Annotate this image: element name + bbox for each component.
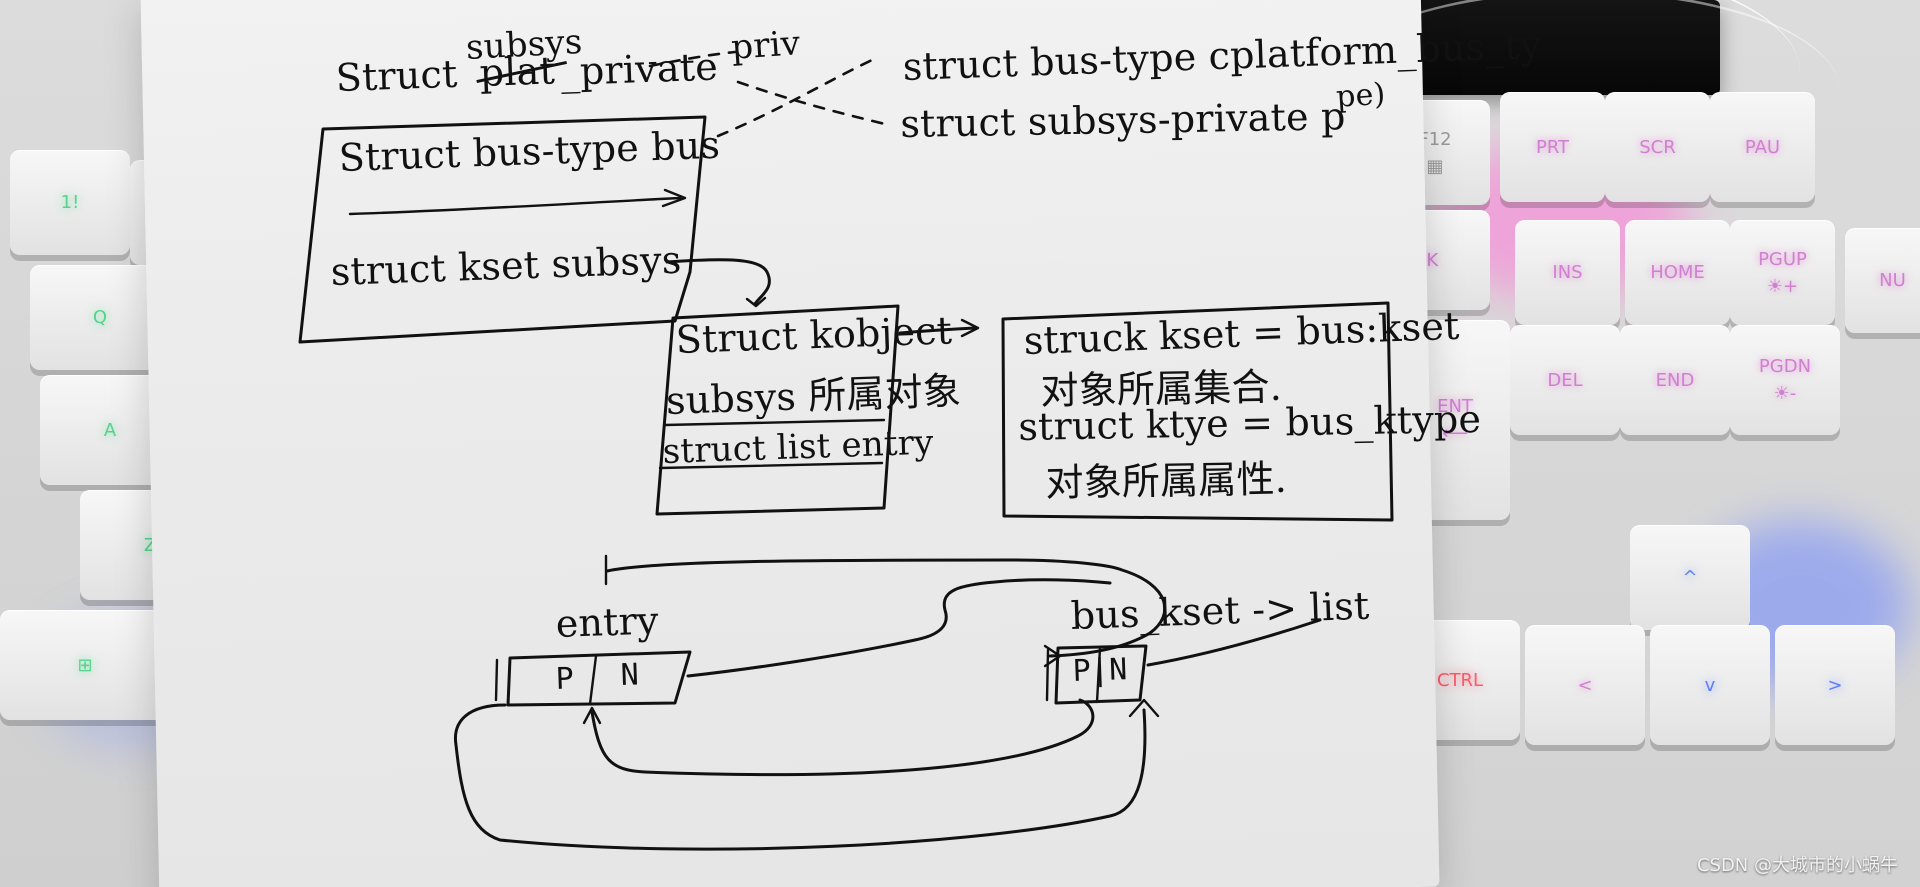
top-right-2-text: struct subsys-private p xyxy=(900,94,1346,146)
key-up: ^ xyxy=(1630,525,1750,630)
list-node xyxy=(1054,644,1148,705)
hand-top-left-private: _private xyxy=(560,45,719,94)
back-link-list-to-entry xyxy=(590,698,1095,777)
entry-node xyxy=(506,650,692,707)
outer-list-curve xyxy=(605,558,1167,658)
key-pgdn-label: PGDN xyxy=(1758,356,1812,377)
key-end: END xyxy=(1620,325,1730,435)
key-num-label: NU xyxy=(1879,270,1906,291)
key-down-label: v xyxy=(1704,674,1716,696)
key-ctrl-label: CTRL xyxy=(1436,669,1484,691)
key-end-label: END xyxy=(1655,369,1695,391)
key-num: NU xyxy=(1845,228,1920,333)
key-win-label: ⊞ xyxy=(77,654,93,676)
key-pgdn: PGDN ☀- xyxy=(1730,325,1840,435)
key-pgdn-sublabel: ☀- xyxy=(1773,383,1797,404)
key-pgup-label: PGUP xyxy=(1758,248,1807,270)
key-q-label: Q xyxy=(92,307,108,328)
key-scr-label: SCR xyxy=(1639,136,1676,158)
list-node-pn: P|N xyxy=(1072,652,1128,689)
key-pau-label: PAU xyxy=(1744,136,1781,158)
hand-priv: priv xyxy=(730,23,802,68)
arrow-kobject-to-kset xyxy=(898,326,977,335)
key-left: < xyxy=(1525,625,1645,745)
key-f12-label: F12 xyxy=(1418,128,1452,150)
bus-type-box xyxy=(298,115,707,344)
outer-return-loop xyxy=(453,703,1147,851)
key-del-label: DEL xyxy=(1547,369,1583,391)
top-left-private-text: _private xyxy=(560,44,719,94)
key-del: DEL xyxy=(1510,325,1620,435)
kobject-box-divider-2 xyxy=(658,461,884,470)
key-1-label: 1! xyxy=(60,192,80,213)
key-prt-label: PRT xyxy=(1535,136,1570,158)
arrowhead-kset-to-kobject xyxy=(745,296,767,308)
entry-node-left-tick xyxy=(494,658,499,702)
hand-box3-line3: struct ktye = bus_ktype xyxy=(1018,397,1481,449)
entry-node-n-text: N xyxy=(620,657,640,693)
kset-ktype-box xyxy=(1001,301,1394,522)
key-up-label: ^ xyxy=(1682,567,1698,588)
hand-entry-label: entry xyxy=(555,598,659,646)
key-home: HOME xyxy=(1625,220,1730,325)
key-enter-label: ENT xyxy=(1437,396,1473,417)
dash-priv-to-bus-type xyxy=(716,58,874,138)
priv-text: priv xyxy=(730,23,802,68)
key-f12-sublabel: ▦ xyxy=(1426,155,1444,177)
key-pgup: PGUP ☀+ xyxy=(1730,220,1835,325)
key-ins: INS xyxy=(1515,220,1620,325)
hand-top-right-2: struct subsys-private p xyxy=(900,94,1346,146)
key-pau: PAU xyxy=(1710,92,1815,202)
key-right: > xyxy=(1775,625,1895,745)
key-right-label: > xyxy=(1827,674,1843,696)
key-enter-sublabel: ⟵ xyxy=(1442,423,1468,444)
entry-label-text: entry xyxy=(555,598,660,646)
list-node-pn-text: P|N xyxy=(1072,652,1128,689)
outer-return-arrowhead xyxy=(1128,698,1160,718)
key-scr: SCR xyxy=(1605,92,1710,202)
key-win: ⊞ xyxy=(0,610,170,720)
back-link-arrowhead xyxy=(582,706,602,725)
key-1: 1! xyxy=(10,150,130,255)
key-down: v xyxy=(1650,625,1770,745)
key-prt: PRT xyxy=(1500,92,1605,202)
hand-box2-line2: subsys 所属对象 xyxy=(665,360,962,425)
dash-priv-to-top-left xyxy=(648,50,737,68)
entry-node-p: P xyxy=(555,661,574,697)
kobject-box xyxy=(655,304,900,516)
top-left-struct-word: Struct xyxy=(335,51,459,100)
hand-box3-line4: 对象所属属性. xyxy=(1045,448,1287,507)
bus-type-divider-arrowhead xyxy=(661,188,687,208)
connector-list-to-right xyxy=(1146,618,1322,667)
arrow-kset-to-kobject xyxy=(665,258,771,306)
key-left-label: < xyxy=(1577,674,1593,696)
key-pgup-sublabel: ☀+ xyxy=(1766,275,1799,297)
key-ins-label: INS xyxy=(1552,262,1583,283)
box2-line2-text: subsys 所属对象 xyxy=(665,368,962,423)
key-a-label: A xyxy=(103,419,117,441)
keyboard-right: F12 ▦ PRT SCR PAU BCK INS HOME PGUP ☀+ xyxy=(1350,0,1920,887)
kobject-box-divider-1 xyxy=(663,418,886,427)
box3-line4-text: 对象所属属性. xyxy=(1045,456,1288,505)
entry-node-divider xyxy=(588,654,598,706)
list-node-left-tick xyxy=(1045,648,1050,702)
watermark: CSDN @大城市的小蜗牛 xyxy=(1696,855,1898,876)
connector-entry-to-list xyxy=(686,578,1112,678)
outer-list-curve-arrowhead xyxy=(1043,644,1062,668)
list-node-divider xyxy=(1095,646,1102,704)
entry-node-n: N xyxy=(620,657,639,693)
bus-type-divider-arrow-line xyxy=(348,196,682,216)
arrowhead-kobject-to-kset xyxy=(960,318,980,338)
box3-line3-text: struct ktye = bus_ktype xyxy=(1018,396,1482,449)
entry-node-p-text: P xyxy=(555,661,575,697)
key-home-label: HOME xyxy=(1650,262,1705,283)
